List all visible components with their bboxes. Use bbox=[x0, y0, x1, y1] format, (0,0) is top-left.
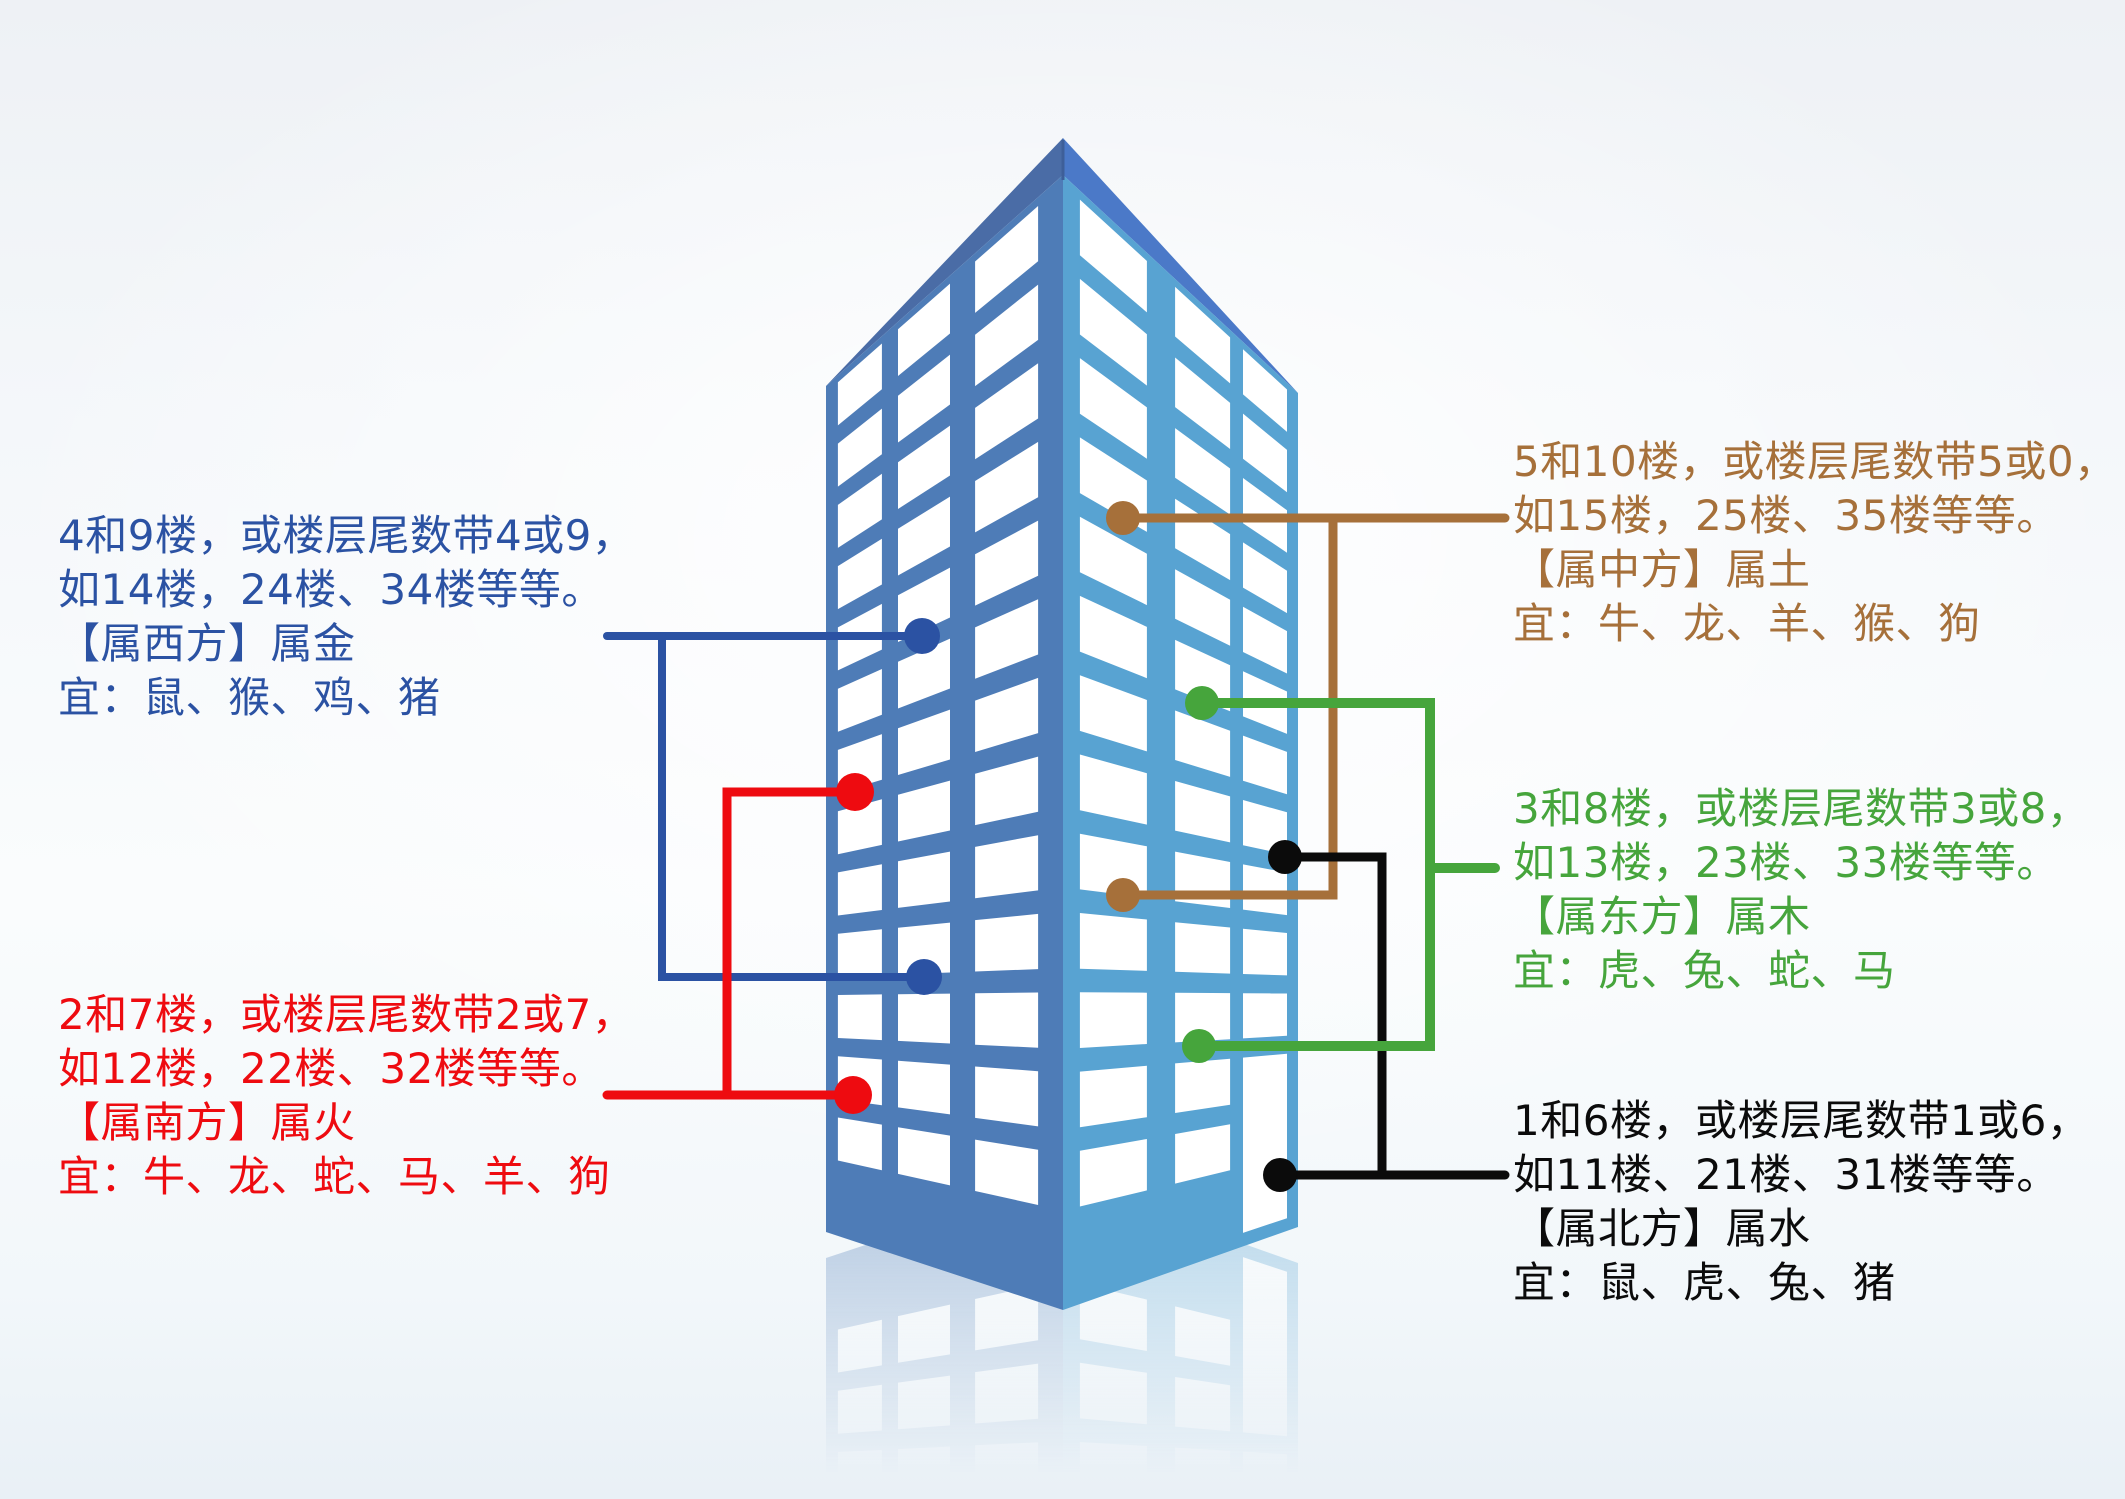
annotation-text-line: 1和6楼，或楼层尾数带1或6， bbox=[1513, 1096, 2090, 1145]
floor-marker-dot bbox=[906, 959, 942, 995]
annotation-text-line: 如15楼，25楼、35楼等等。 bbox=[1513, 491, 2059, 540]
floor-marker-dot bbox=[1106, 501, 1140, 535]
annotation-text-line: 如13楼，23楼、33楼等等。 bbox=[1513, 838, 2059, 887]
annotation-south-fire: 2和7楼，或楼层尾数带2或7， 如12楼，22楼、32楼等等。 【属南方】属火 … bbox=[58, 988, 634, 1204]
annotation-north-water: 1和6楼，或楼层尾数带1或6， 如11楼、21楼、31楼等等。 【属北方】属水 … bbox=[1513, 1094, 2089, 1310]
annotation-text-line: 宜：鼠、虎、兔、猪 bbox=[1513, 1258, 1896, 1307]
floor-marker-dot bbox=[836, 773, 874, 811]
floor-marker-dot bbox=[1268, 840, 1302, 874]
floor-marker-dot bbox=[1185, 686, 1219, 720]
annotation-east-wood: 3和8楼，或楼层尾数带3或8， 如13楼，23楼、33楼等等。 【属东方】属木 … bbox=[1513, 782, 2089, 998]
connector-south-fire bbox=[602, 773, 874, 1114]
annotation-text-line: 3和8楼，或楼层尾数带3或8， bbox=[1513, 784, 2090, 833]
annotation-text-line: 如14楼，24楼、34楼等等。 bbox=[58, 565, 604, 614]
annotation-text-line: 【属北方】属水 bbox=[1513, 1204, 1811, 1253]
floor-marker-dot bbox=[1106, 878, 1140, 912]
annotation-text-line: 2和7楼，或楼层尾数带2或7， bbox=[58, 990, 635, 1039]
annotation-text-line: 宜：鼠、猴、鸡、猪 bbox=[58, 673, 441, 722]
connector-north-water bbox=[1263, 840, 1510, 1192]
annotation-text-line: 如12楼，22楼、32楼等等。 bbox=[58, 1044, 604, 1093]
annotation-text-line: 4和9楼，或楼层尾数带4或9， bbox=[58, 511, 635, 560]
connector-east-wood bbox=[1182, 686, 1500, 1063]
connector-west-metal bbox=[603, 618, 942, 995]
annotation-text-line: 【属东方】属木 bbox=[1513, 892, 1811, 941]
floor-marker-dot bbox=[1182, 1029, 1216, 1063]
floor-marker-dot bbox=[834, 1076, 872, 1114]
connector-center-earth bbox=[1106, 501, 1510, 912]
annotation-text-line: 宜：牛、龙、蛇、马、羊、狗 bbox=[58, 1152, 611, 1201]
annotation-text-line: 5和10楼，或楼层尾数带5或0， bbox=[1513, 437, 2117, 486]
annotation-text-line: 【属西方】属金 bbox=[58, 619, 356, 668]
floor-marker-dot bbox=[1263, 1158, 1297, 1192]
annotation-text-line: 如11楼、21楼、31楼等等。 bbox=[1513, 1150, 2059, 1199]
annotation-text-line: 【属中方】属土 bbox=[1513, 545, 1811, 594]
annotation-text-line: 宜：牛、龙、羊、猴、狗 bbox=[1513, 599, 1981, 648]
annotation-center-earth: 5和10楼，或楼层尾数带5或0， 如15楼，25楼、35楼等等。 【属中方】属土… bbox=[1513, 435, 2117, 651]
floor-marker-dot bbox=[904, 618, 940, 654]
annotation-text-line: 【属南方】属火 bbox=[58, 1098, 356, 1147]
annotation-west-metal: 4和9楼，或楼层尾数带4或9， 如14楼，24楼、34楼等等。 【属西方】属金 … bbox=[58, 509, 634, 725]
annotation-text-line: 宜：虎、兔、蛇、马 bbox=[1513, 946, 1896, 995]
